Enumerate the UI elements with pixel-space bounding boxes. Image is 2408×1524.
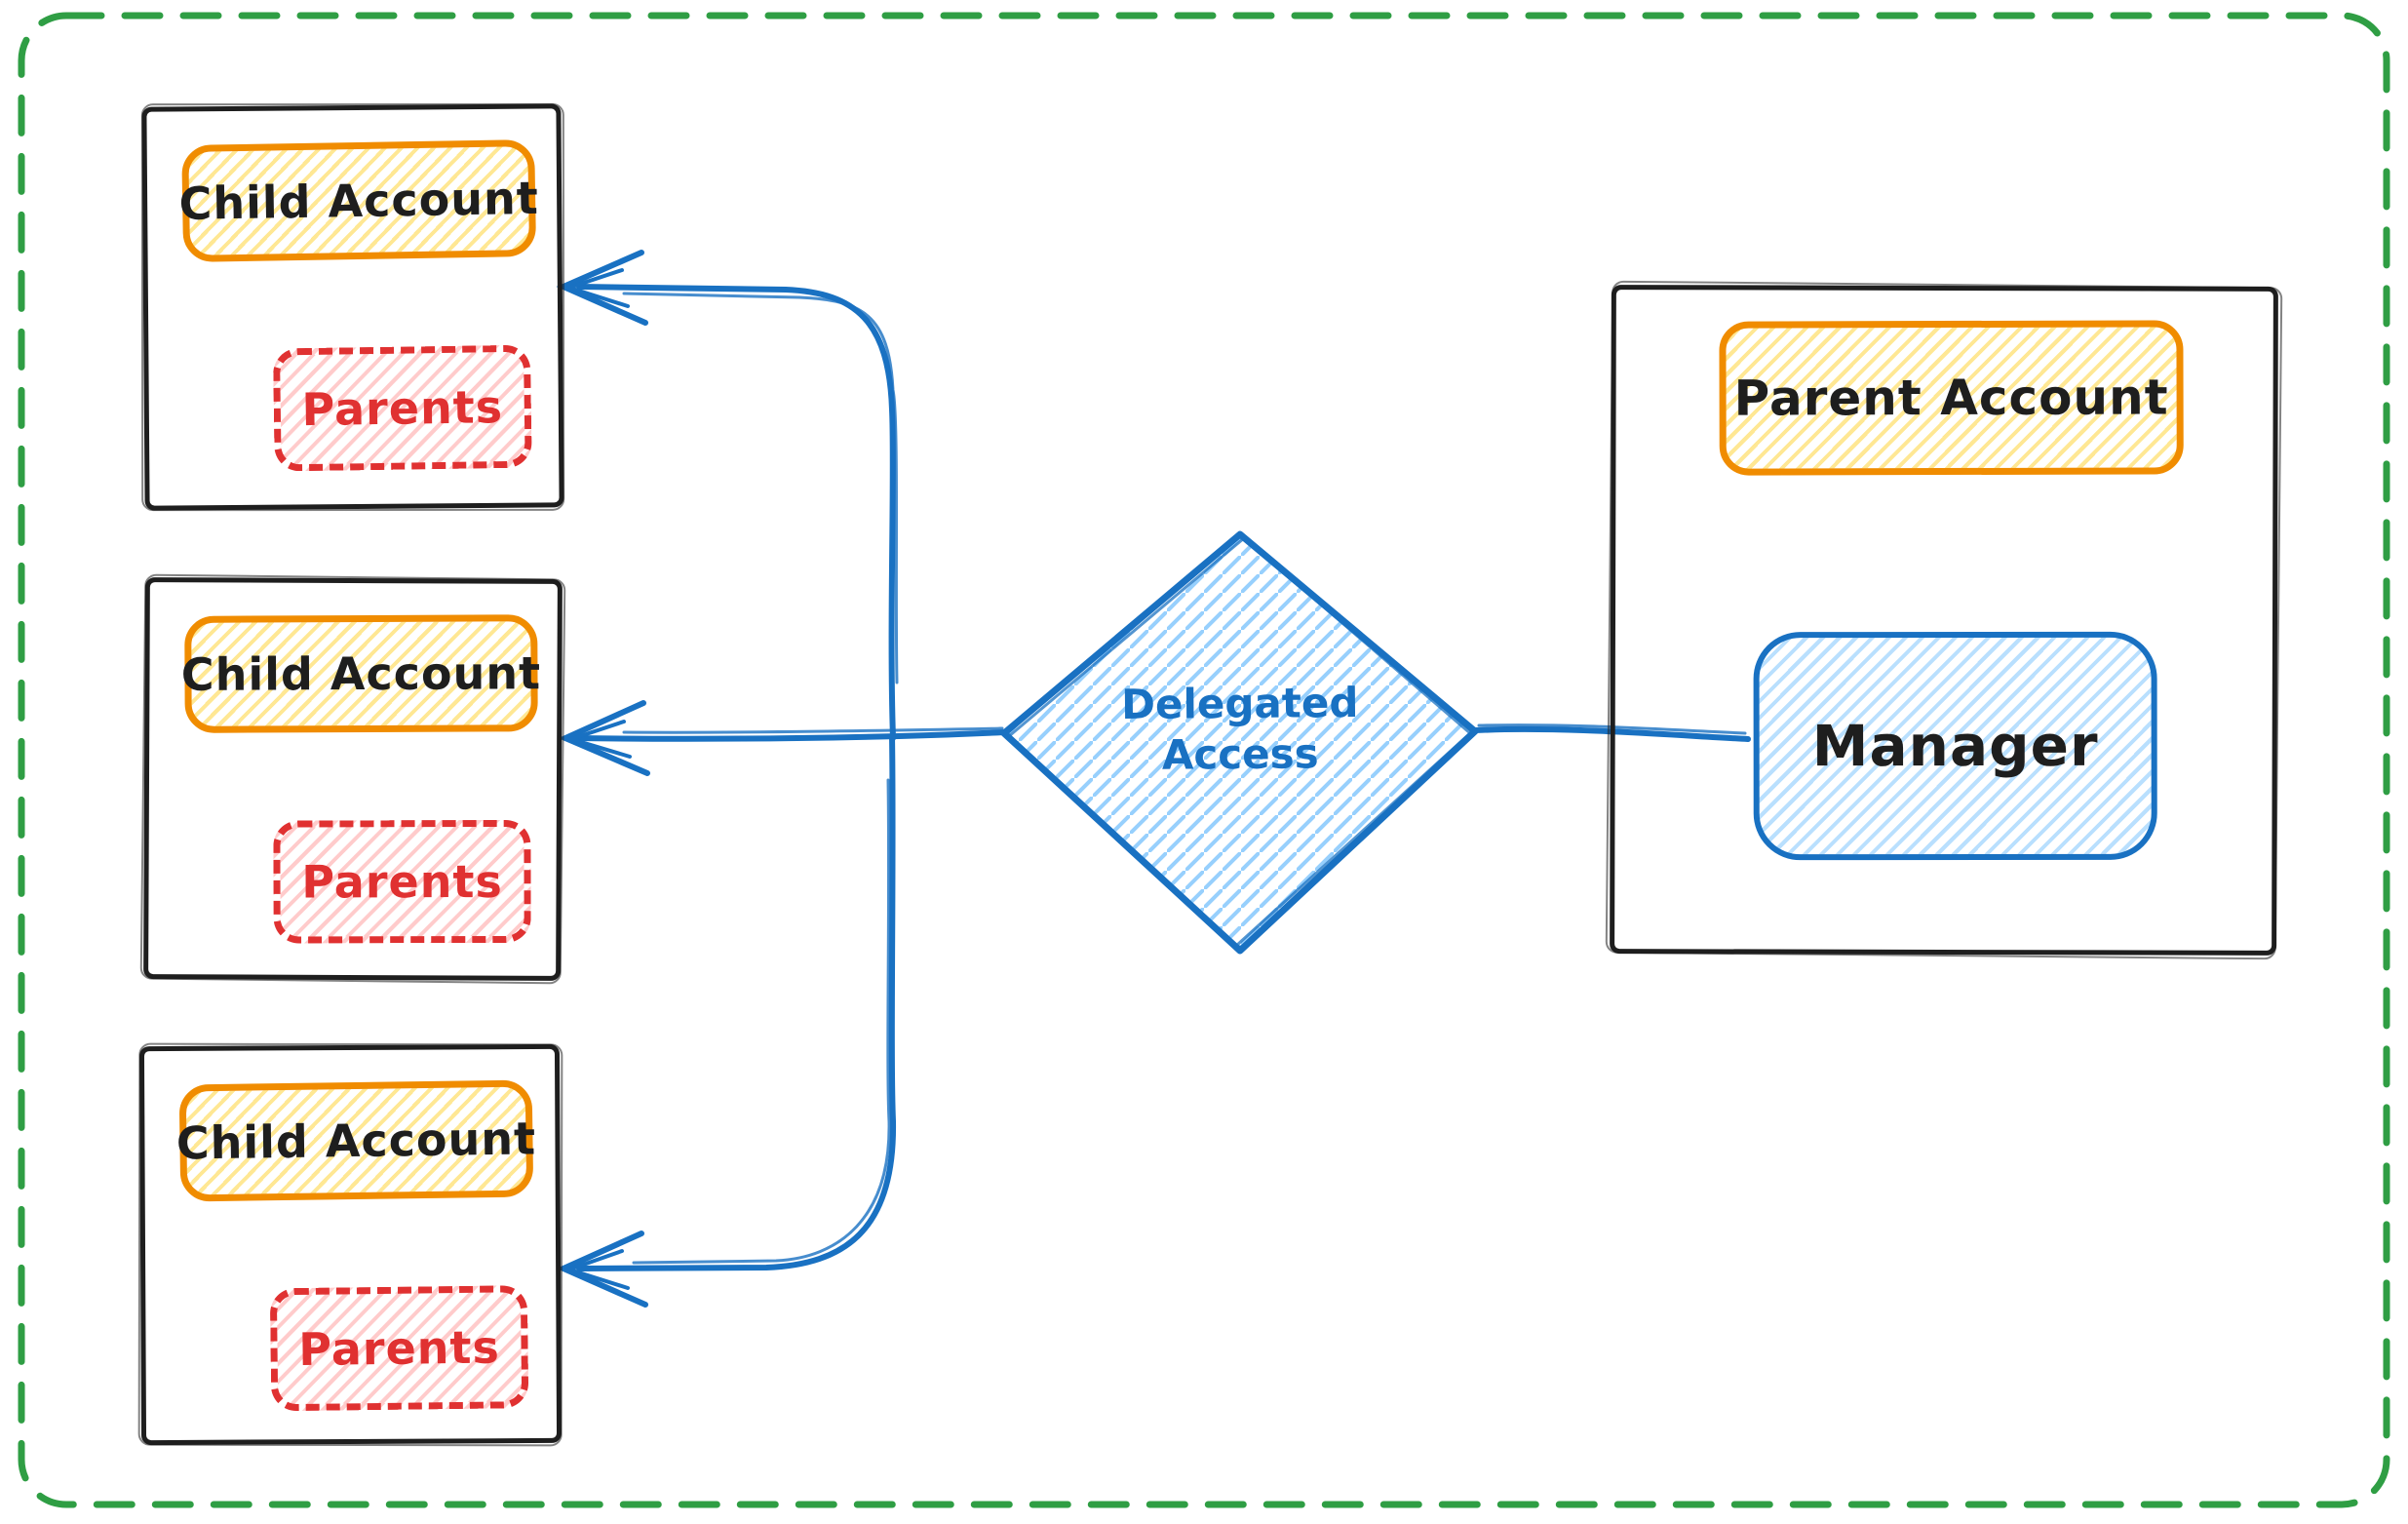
child-account-text: Child Account: [178, 171, 540, 231]
arrow-to-child-bottom: [556, 733, 897, 1308]
parents-text: Parents: [297, 1320, 501, 1376]
child-account-text: Child Account: [180, 646, 542, 701]
parents-text: Parents: [301, 380, 504, 437]
manager-text: Manager: [1811, 712, 2099, 780]
child-account-box-3: Child Account Parents: [138, 1043, 563, 1446]
child-account-box-1: Child Account Parents: [141, 103, 564, 511]
child-account-box-2: Child Account Parents: [143, 577, 563, 981]
parents-label: Parents: [273, 819, 531, 944]
child-account-label: Child Account: [175, 1079, 536, 1202]
parent-account-label: Parent Account: [1719, 320, 2184, 476]
parent-account-box: Parent Account Manager: [1610, 285, 2278, 956]
delegated-access-line1: Delegated: [1120, 678, 1359, 729]
delegated-access-line2: Access: [1161, 729, 1319, 779]
delegated-access-label: Delegated Access: [1045, 677, 1436, 782]
parents-text: Parents: [301, 854, 503, 909]
child-account-label: Child Account: [180, 614, 542, 733]
parents-label: Parents: [272, 344, 532, 472]
parents-label: Parents: [269, 1285, 529, 1412]
delegated-access-diamond: [1000, 530, 1479, 955]
parent-account-text: Parent Account: [1733, 369, 2169, 427]
arrow-to-child-top: [556, 250, 899, 741]
manager-node: Manager: [1753, 631, 2157, 861]
arrow-to-child-middle: [558, 700, 1007, 776]
child-account-label: Child Account: [178, 138, 540, 262]
canvas-frame: [18, 12, 2390, 1508]
child-account-text: Child Account: [175, 1112, 537, 1170]
